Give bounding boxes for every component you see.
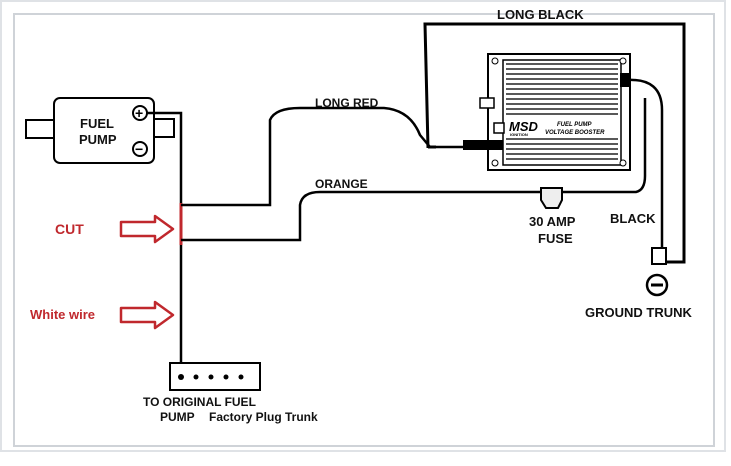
pump-minus-sign: − bbox=[135, 141, 143, 157]
ground-lug bbox=[651, 247, 667, 265]
fuse-label-1: 30 AMP bbox=[529, 214, 576, 229]
orange-wire bbox=[181, 98, 647, 242]
fuel-pump-label-1: FUEL bbox=[80, 116, 114, 131]
long-red-wire bbox=[181, 106, 498, 207]
plug-label-3: Factory Plug Trunk bbox=[209, 410, 318, 424]
pump-minus-terminal bbox=[132, 141, 148, 157]
factory-plug bbox=[169, 362, 261, 391]
plug-label-2: PUMP bbox=[160, 410, 195, 424]
msd-logo: MSD bbox=[509, 119, 539, 134]
pump-plus-sign: + bbox=[135, 105, 143, 121]
black-ground-wire bbox=[626, 78, 664, 250]
msd-sub-logo: IGNITION bbox=[510, 132, 528, 137]
cut-arrow-icon bbox=[119, 214, 175, 244]
long-black-label: LONG BLACK bbox=[497, 7, 584, 22]
msd-voltage-booster: MSD IGNITION FUEL PUMP VOLTAGE BOOSTER bbox=[463, 53, 631, 171]
white-wire-arrow-icon bbox=[119, 300, 175, 330]
white-wire bbox=[147, 111, 183, 376]
fuel-pump-label-2: PUMP bbox=[79, 132, 117, 147]
plug-label-1: TO ORIGINAL FUEL bbox=[143, 395, 256, 409]
box-title-1: FUEL PUMP bbox=[557, 122, 593, 128]
fuse-icon bbox=[540, 187, 563, 209]
long-black-wire bbox=[423, 22, 686, 264]
fuse-label-2: FUSE bbox=[538, 231, 573, 246]
fuel-pump bbox=[25, 97, 175, 164]
diagram-inner-border bbox=[13, 13, 715, 447]
long-red-label: LONG RED bbox=[315, 96, 379, 110]
box-title-2: VOLTAGE BOOSTER bbox=[545, 130, 605, 136]
orange-label: ORANGE bbox=[315, 177, 368, 191]
cut-label: CUT bbox=[55, 221, 84, 237]
ground-trunk-label: GROUND TRUNK bbox=[585, 305, 692, 320]
white-wire-label: White wire bbox=[30, 307, 96, 322]
black-label: BLACK bbox=[610, 211, 656, 226]
